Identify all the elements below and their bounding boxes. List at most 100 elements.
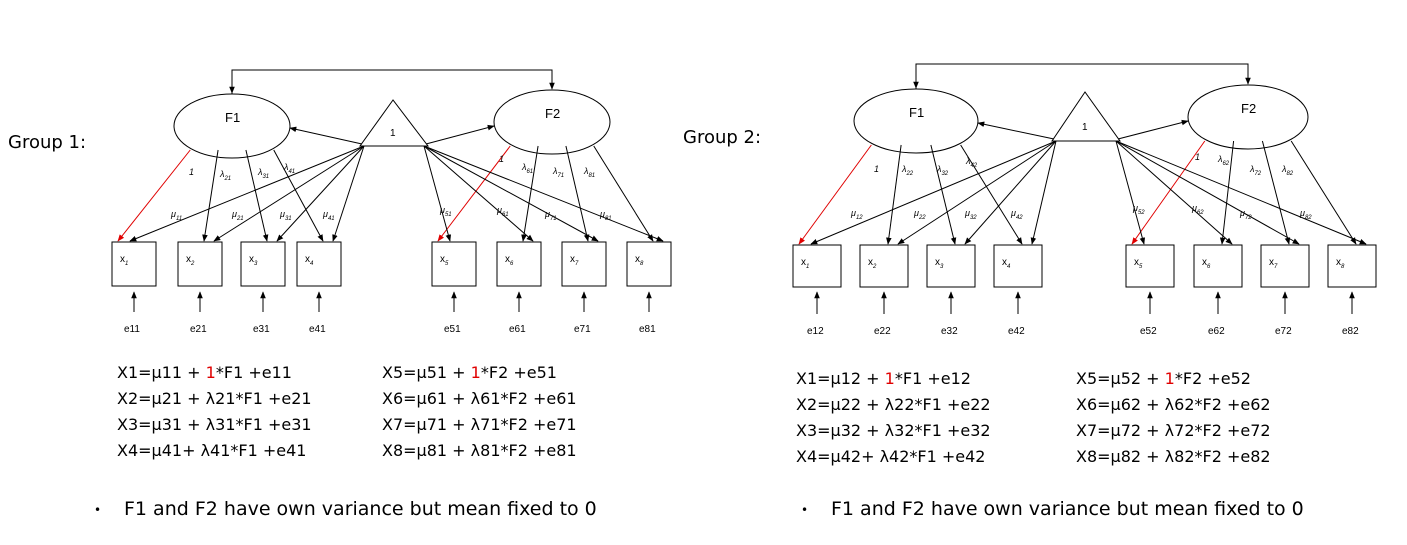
factor-covariance-arrow [231, 69, 555, 94]
indicator-label: x7 [570, 254, 579, 267]
equations-right-column: X5=μ51 + 1*F2 +e51 X6=μ61 + λ61*F2 +e61 … [382, 360, 577, 464]
loading-label: λ72 [1249, 164, 1262, 177]
intercept-path-arrow [810, 140, 1057, 245]
error-label: e31 [253, 324, 270, 335]
indicator-box [296, 241, 342, 287]
loading-label: λ82 [1281, 164, 1294, 177]
indicator-box [1193, 244, 1243, 288]
equation-row: X7=μ71 + λ71*F2 +e71 [382, 415, 577, 434]
bullet-icon: • [801, 502, 809, 517]
intercept-path-label: μ11 [170, 209, 182, 222]
equation-row: X3=μ32 + λ32*F1 +e32 [796, 421, 991, 440]
loading-label: λ42 [965, 156, 978, 169]
intercept-path-arrow [1115, 140, 1146, 245]
indicator-label: x2 [868, 257, 877, 270]
loading-label: 1 [499, 154, 504, 164]
equation-row: X5=μ51 + 1*F2 +e51 [382, 363, 557, 382]
intercept-path-arrow [276, 145, 365, 242]
group-2-note: •F1 and F2 have own variance but mean fi… [801, 498, 1304, 520]
intercept-path-arrow [332, 145, 365, 242]
loading-label: λ62 [1217, 154, 1230, 167]
intercept-path-arrow [1115, 140, 1233, 245]
error-label: e42 [1008, 326, 1025, 337]
indicator-label: x3 [249, 254, 258, 267]
indicator-label: x6 [1202, 257, 1211, 270]
indicator-label: x4 [1002, 257, 1011, 270]
indicator-box [1125, 244, 1175, 288]
fixed-loading-arrow [1131, 140, 1206, 245]
equations-left-column: X1=μ12 + 1*F1 +e12 X2=μ22 + λ22*F1 +e22 … [796, 366, 991, 470]
loading-label: λ32 [936, 164, 949, 177]
intercept-path-label: μ12 [850, 208, 863, 221]
intercept-path-arrow [423, 145, 452, 242]
fixed-loading-arrow [798, 144, 872, 245]
loading-arrow [245, 149, 269, 242]
indicator-box [496, 241, 542, 287]
loading-arrow [565, 145, 590, 242]
error-label: e72 [1275, 326, 1292, 337]
loading-label: 1 [874, 164, 879, 174]
intercept-path-label: μ82 [1299, 208, 1312, 221]
equation-row: X7=μ72 + λ72*F2 +e72 [1076, 421, 1271, 440]
loading-label: λ71 [552, 166, 564, 179]
fixed-loading-arrow [117, 149, 191, 242]
equation-row: X4=μ41+ λ41*F1 +e41 [117, 441, 307, 460]
indicator-label: x8 [1336, 257, 1345, 270]
indicator-label: x6 [505, 254, 514, 267]
equation-row: X2=μ22 + λ22*F1 +e22 [796, 395, 991, 414]
loading-arrow [273, 149, 324, 242]
indicator-box [431, 241, 477, 287]
intercept-path-label: μ22 [913, 208, 926, 221]
error-label: e81 [639, 324, 656, 335]
indicator-label: x3 [935, 257, 944, 270]
intercept-path-label: μ71 [544, 209, 557, 222]
intercept-to-factor-arrow [977, 121, 1055, 140]
loading-arrow [1219, 140, 1235, 245]
equation-row: X4=μ42+ λ42*F1 +e42 [796, 447, 986, 466]
group-1-label: Group 1: [8, 132, 87, 153]
error-label: e71 [574, 324, 591, 335]
indicator-box [993, 244, 1043, 288]
intercept-path-arrow [129, 145, 365, 242]
indicator-box [859, 244, 909, 288]
intercept-path-arrow [213, 145, 365, 242]
loading-arrow [930, 144, 957, 245]
indicator-box [177, 241, 223, 287]
factor-label: F1 [909, 105, 924, 120]
bullet-icon: • [94, 502, 102, 517]
equation-row: X1=μ12 + 1*F1 +e12 [796, 369, 971, 388]
equation-row: X3=μ31 + λ31*F1 +e31 [117, 415, 312, 434]
error-label: e12 [807, 326, 824, 337]
loading-arrow [521, 145, 539, 242]
intercept-label: 1 [1082, 122, 1088, 133]
error-label: e52 [1140, 326, 1157, 337]
factor-ellipse [853, 88, 979, 154]
error-label: e22 [874, 326, 891, 337]
intercept-path-label: μ72 [1239, 208, 1252, 221]
indicator-label: x1 [120, 254, 128, 267]
loading-label: λ81 [583, 166, 595, 179]
indicator-box [926, 244, 976, 288]
intercept-path-label: μ31 [279, 209, 292, 222]
intercept-path-label: μ21 [231, 209, 244, 222]
factor-ellipse [173, 93, 291, 159]
error-label: e41 [309, 324, 326, 335]
intercept-to-factor-arrow [1117, 119, 1189, 140]
intercept-to-factor-arrow [289, 126, 363, 145]
loading-arrow [960, 144, 1023, 245]
intercept-triangle [359, 99, 430, 147]
loading-arrow [1261, 140, 1291, 245]
intercept-path-label: μ61 [496, 205, 509, 218]
intercept-path-arrow [897, 140, 1057, 245]
indicator-box [1327, 244, 1377, 288]
loading-arrow [886, 144, 902, 245]
error-label: e32 [941, 326, 958, 337]
equations-left-column: X1=μ11 + 1*F1 +e11 X2=μ21 + λ21*F1 +e21 … [117, 360, 312, 464]
error-label: e11 [124, 324, 140, 335]
indicator-box [240, 241, 286, 287]
equations-right-column: X5=μ52 + 1*F2 +e52 X6=μ62 + λ62*F2 +e62 … [1076, 366, 1271, 470]
indicator-box [792, 244, 842, 288]
intercept-path-label: μ52 [1132, 203, 1145, 216]
loading-arrow [202, 149, 219, 242]
